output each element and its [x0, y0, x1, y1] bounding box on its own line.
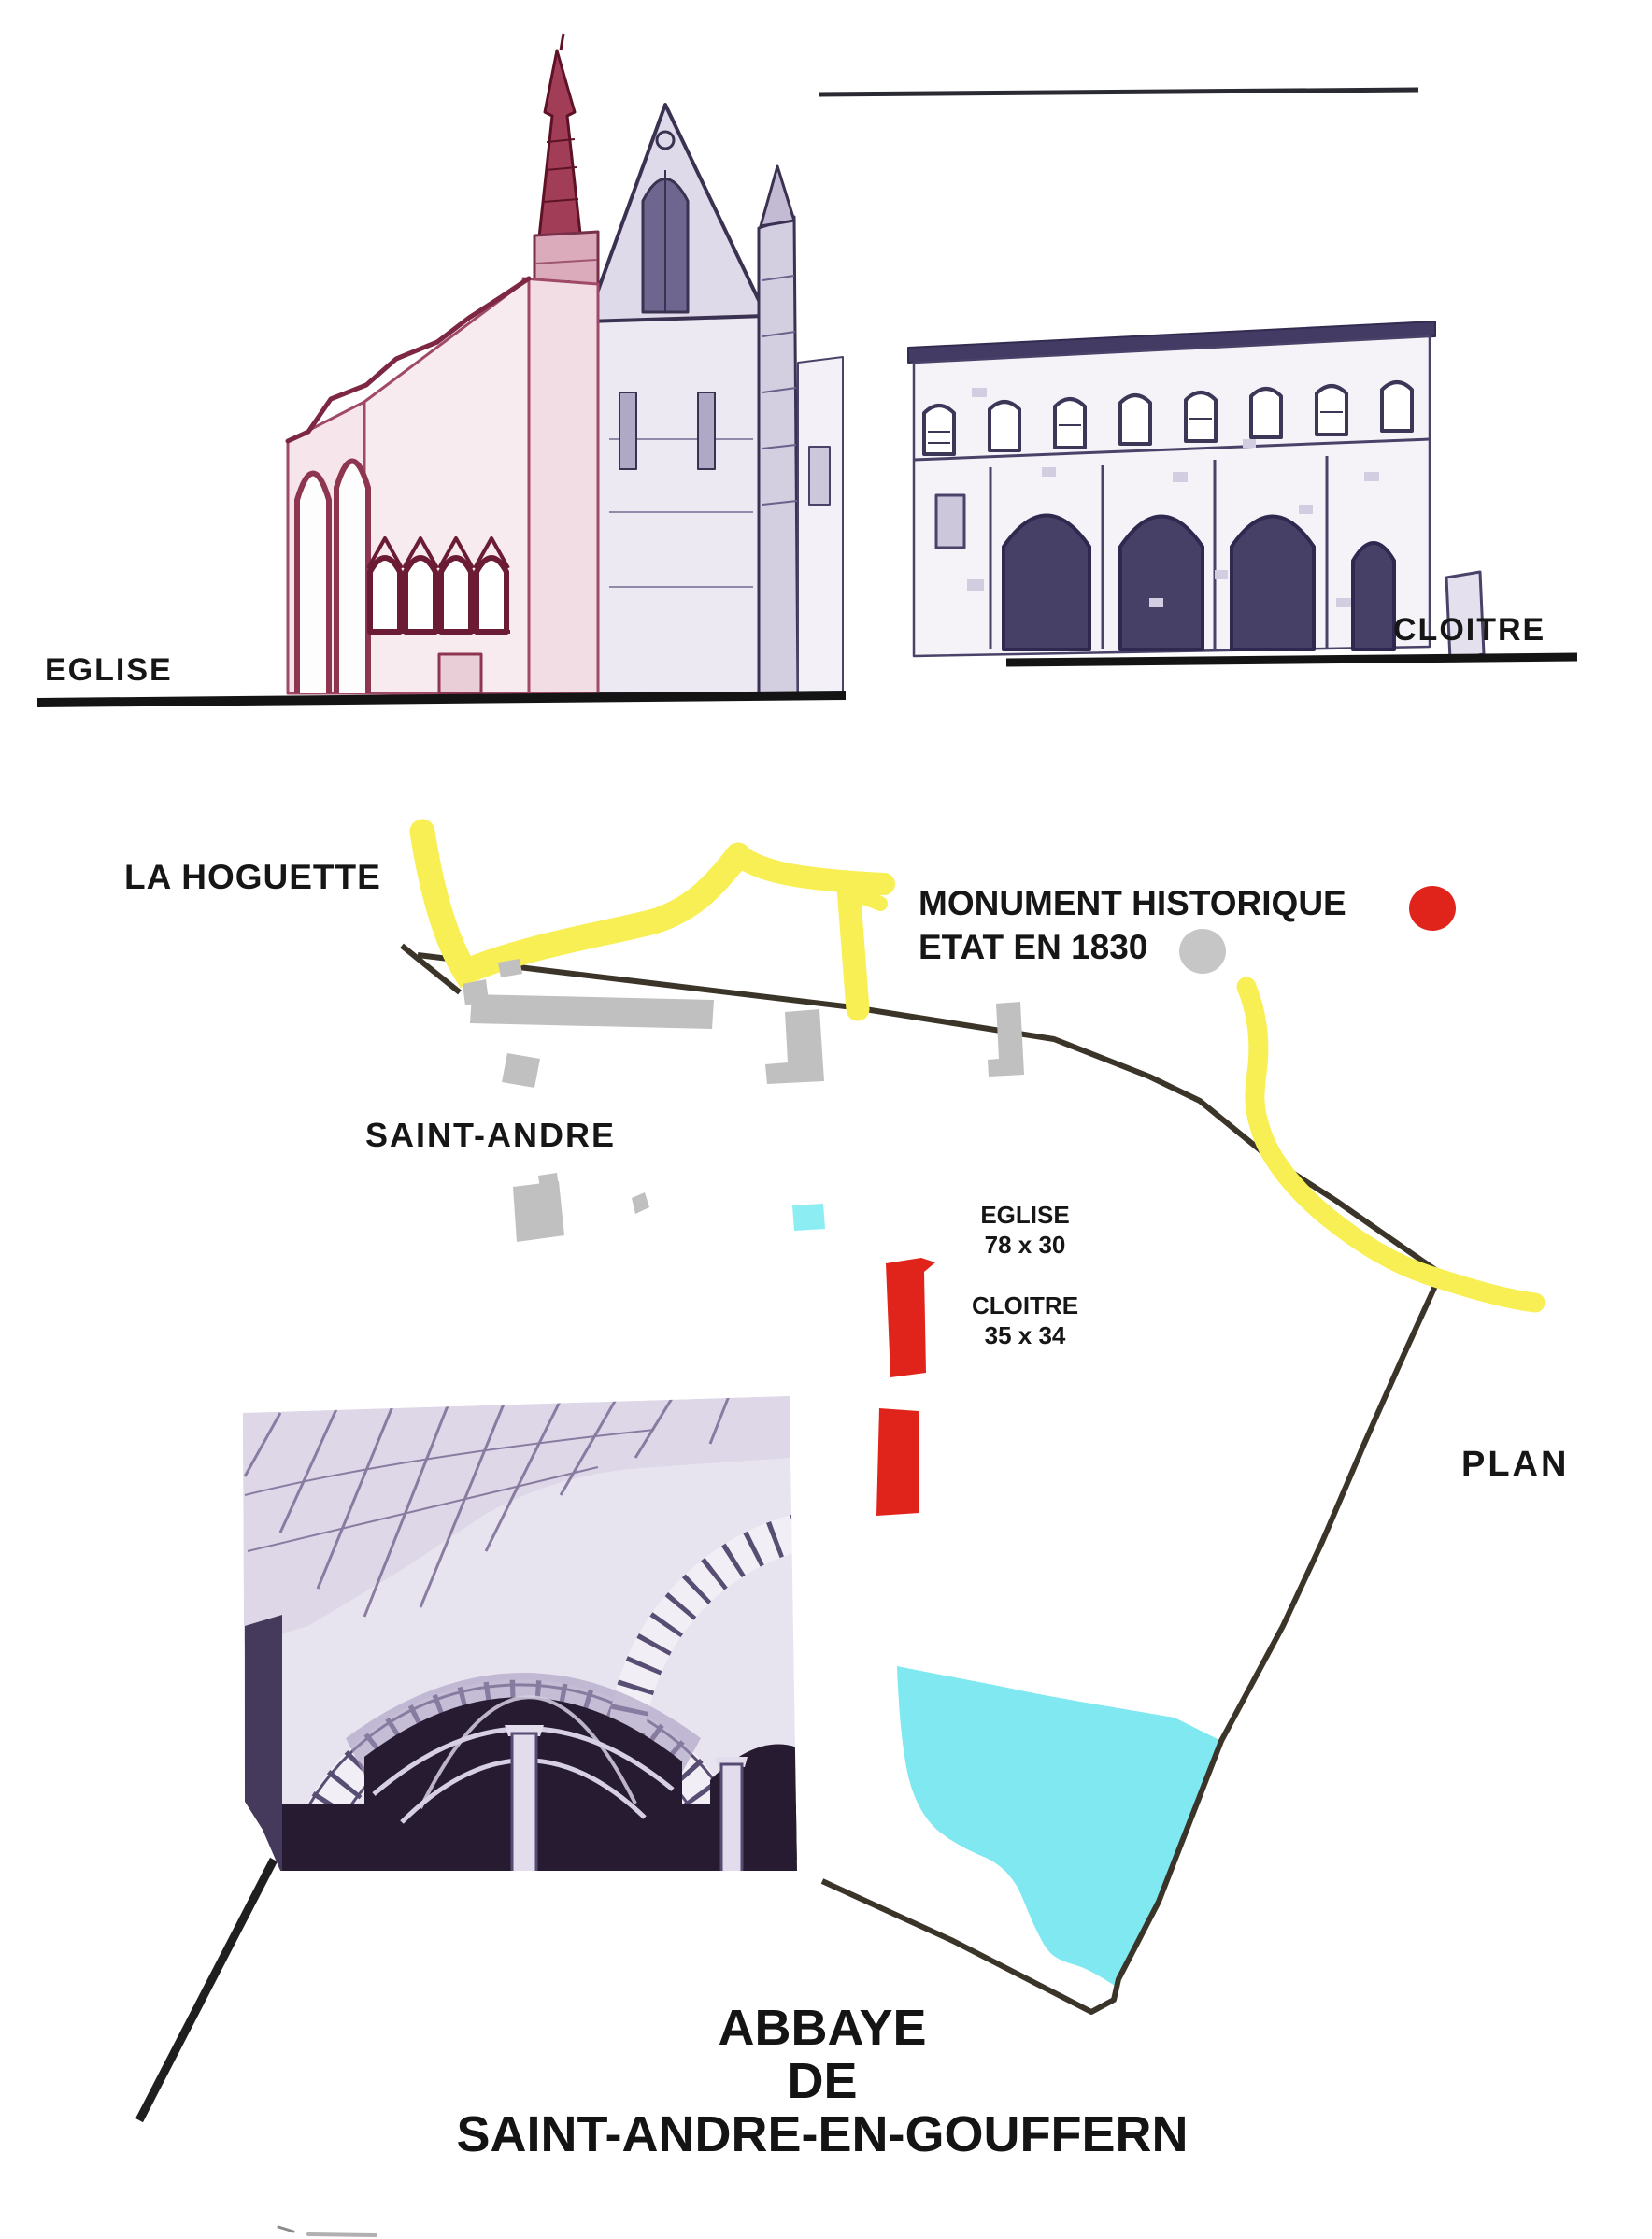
red-rect-cloitre	[876, 1408, 919, 1516]
cloister-facade-drawing	[907, 321, 1486, 662]
ground-line-eglise	[36, 691, 847, 707]
bottom-stray-marks	[277, 2225, 377, 2237]
cloitre-dim-title: CLOITRE	[971, 1291, 1079, 1319]
building-junction-small-2	[498, 959, 522, 977]
eglise-dim-value: 78 x 30	[984, 1231, 1066, 1259]
cloister-photo	[243, 1396, 797, 1871]
cloitre-elevation-label: CLOITRE	[1393, 612, 1546, 648]
ground-line-cloitre	[1005, 652, 1578, 667]
legend-dot-etat-gray	[1179, 929, 1226, 974]
building-square-annex	[538, 1173, 559, 1189]
la-hoguette-label: LA HOGUETTE	[124, 858, 381, 896]
etat-1830-buildings	[463, 959, 1024, 1242]
plan-boundary	[417, 952, 1444, 2015]
building-l-east	[988, 1002, 1024, 1077]
boundary-fragment	[400, 943, 462, 995]
church-elevation-drawing	[285, 33, 844, 695]
road-fork-nub	[847, 888, 888, 911]
yellow-roads	[409, 819, 1545, 1313]
eglise-elevation-label: EGLISE	[45, 652, 173, 688]
building-square	[513, 1181, 564, 1242]
legend-etat-1830-label: ETAT EN 1830	[919, 928, 1148, 966]
building-l-center	[765, 1009, 824, 1084]
sheet-title: ABBAYE DE SAINT-ANDRE-EN-GOUFFERN	[355, 2002, 1289, 2161]
road-la-hoguette	[409, 819, 751, 989]
road-fork-east-branch	[727, 844, 895, 895]
legend-dot-monument-red	[1409, 886, 1456, 931]
building-diamond	[632, 1192, 649, 1214]
title-line-1: ABBAYE	[718, 2000, 927, 2056]
legend-monument-historique-label: MONUMENT HISTORIQUE	[919, 884, 1346, 922]
pond	[897, 1666, 1221, 1986]
southwest-diagonal-line	[135, 1857, 278, 2123]
building-long-bar	[470, 994, 714, 1029]
cloitre-dim-value: 35 x 34	[984, 1321, 1066, 1349]
saint-andre-label: SAINT-ANDRE	[365, 1116, 617, 1154]
cloitre-dimensions: CLOITRE 35 x 34	[918, 1291, 1132, 1350]
eglise-dim-title: EGLISE	[980, 1201, 1070, 1229]
eglise-dimensions: EGLISE 78 x 30	[918, 1200, 1132, 1260]
road-east	[1236, 977, 1545, 1313]
top-rule-line	[818, 87, 1419, 97]
title-line-2: DE	[787, 2053, 858, 2109]
road-fork-south-stem	[836, 876, 870, 1021]
building-small-tilted	[502, 1053, 540, 1088]
plan-label: PLAN	[1461, 1445, 1570, 1484]
title-line-3: SAINT-ANDRE-EN-GOUFFERN	[456, 2106, 1189, 2162]
cyan-marker	[792, 1204, 825, 1231]
red-rect-eglise	[886, 1258, 935, 1377]
